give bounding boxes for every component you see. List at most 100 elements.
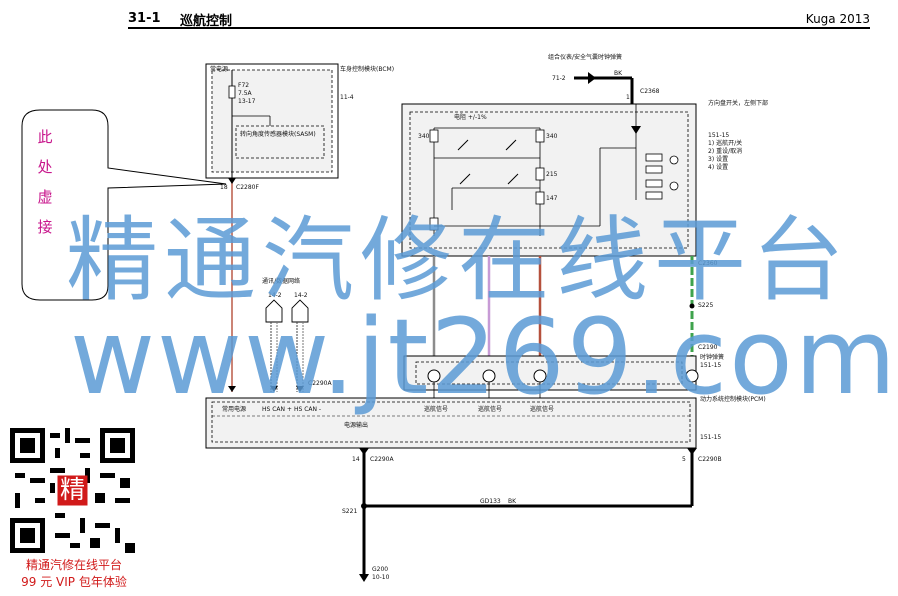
label-clock-spring: 组合仪表/安全气囊时钟弹簧 [548,54,623,61]
terminal-4 [685,369,699,383]
label-bcm-ref: 11-4 [340,94,354,101]
label-c2280f: C2280F [236,184,259,191]
label-cruise-sig-2: 巡航信号 [478,406,503,413]
callout-note: 此处虚接 [22,108,110,300]
label-c2190: C2190 [698,344,718,351]
led-resistor-4 [645,191,663,200]
label-fuse-ref: 13-17 [238,98,256,105]
pin-arrow-1 [228,386,236,392]
label-fuse-amp: 7.5A [238,90,252,97]
label-sw-1: 1) 巡航开/关 [708,140,743,147]
pin-arrow-5 [687,448,697,455]
label-cruise-sig-1: 巡航信号 [424,406,449,413]
label-cruise-sig-3: 巡航信号 [530,406,555,413]
splice-s225 [689,303,695,309]
label-pin-5: 5 [682,456,686,463]
led-resistor-1 [645,153,663,162]
label-c2290a-top: C2290A [308,380,332,387]
bcm-box [205,63,339,179]
label-hs-can-minus: HS CAN - [294,406,322,413]
page-title: 巡航控制 [180,14,233,29]
pin-arrow-can-b [296,386,304,392]
label-pin-1: 1 [626,94,630,101]
label-clock-spring2: 时钟弹簧 [700,354,725,361]
label-sw-2: 2) 重设/取消 [708,148,743,155]
resistor-340a [429,129,439,143]
label-res-note: 电阻 +/-1% [454,114,487,121]
network-connector-b [291,299,309,323]
terminal-2 [482,369,496,383]
led-resistor-2 [645,165,663,174]
label-sw-ref: 151-15 [708,132,730,139]
label-ref-14-2a: 14-2 [268,292,282,299]
label-c2360: C2360 [698,260,718,267]
qr-center-glyph: 精 [60,475,85,504]
switch-contact-c [459,173,471,185]
pin-arrow-18 [228,178,236,184]
label-sasm: 转向角度传感器模块(SASM) [240,131,316,138]
resistor-340b [535,129,545,143]
label-wire-bk-top: BK [614,70,623,77]
label-r340b: 340 [546,133,558,140]
section-number: 31-1 [128,11,161,26]
label-switch-note: 方向盘开关，左侧下部 [708,100,769,107]
label-pcm: 动力系统控制模块(PCM) [700,396,766,403]
label-r215: 215 [546,171,558,178]
promo-line-1: 精通汽修在线平台 [25,558,122,572]
label-wire-bk-gnd: BK [508,498,517,505]
label-s221: S221 [342,508,358,515]
network-connector-a [265,299,283,323]
label-pcm-ref: 151-15 [700,434,722,441]
pcm-box [205,397,697,449]
label-sw-3: 3) 设置 [708,156,729,163]
resistor-bottom [429,217,439,231]
callout-text: 此处虚接 [37,128,53,236]
label-g-ref: 10-10 [372,574,390,581]
qr-center-badge [57,475,88,506]
pcm-inner [211,401,691,443]
diode [631,126,641,134]
label-c2290b: C2290B [698,456,722,463]
label-fuse-id: F72 [238,82,250,89]
label-pcm-pwr: 常用电源 [222,406,247,413]
label-power-dist: 电源输出 [344,422,369,429]
promo-line-2: 99 元 VIP 包年体验 [21,575,127,589]
header-rule [128,27,870,29]
label-clock-ref: 151-15 [700,362,722,369]
bcm-inner-box [211,69,333,173]
page-header: 31-1 巡航控制 Kuga 2013 [0,0,898,30]
label-c2368: C2368 [640,88,660,95]
terminal-1 [427,369,441,383]
label-bcm: 车身控制模块(BCM) [340,66,395,73]
resistor-147 [535,191,545,205]
led-resistor-3 [645,179,663,188]
splice-s221 [361,503,367,509]
promo-text: 精通汽修在线平台 99 元 VIP 包年体验 [4,557,144,591]
terminal-3 [533,369,547,383]
resistor-215 [535,167,545,181]
label-comm-net: 通讯/数据网络 [262,278,301,285]
led-2 [669,181,679,191]
qr-code: 精 [10,428,135,553]
switch-inner-box [409,111,689,249]
label-gd133: GD133 [480,498,501,505]
label-r340a: 340 [418,133,430,140]
label-g200: G200 [372,566,389,573]
label-power-source: 常电源 [210,66,229,73]
fuse-f72 [228,85,236,99]
led-1 [669,155,679,165]
label-ref-14-2b: 14-2 [294,292,308,299]
switch-contact-d [507,173,519,185]
label-c2290a: C2290A [370,456,394,463]
clock-spring-inner [415,361,683,385]
label-r147: 147 [546,195,558,202]
label-sw-4: 4) 设置 [708,164,729,171]
label-pin-14: 14 [352,456,360,463]
connector-arrow-c2368 [588,72,596,84]
switch-contact-a [457,139,469,151]
label-ref-71-2: 71-2 [552,75,566,82]
callout-bubble [21,109,227,301]
label-hs-can-plus: HS CAN + [262,406,292,413]
label-s225: S225 [698,302,714,309]
